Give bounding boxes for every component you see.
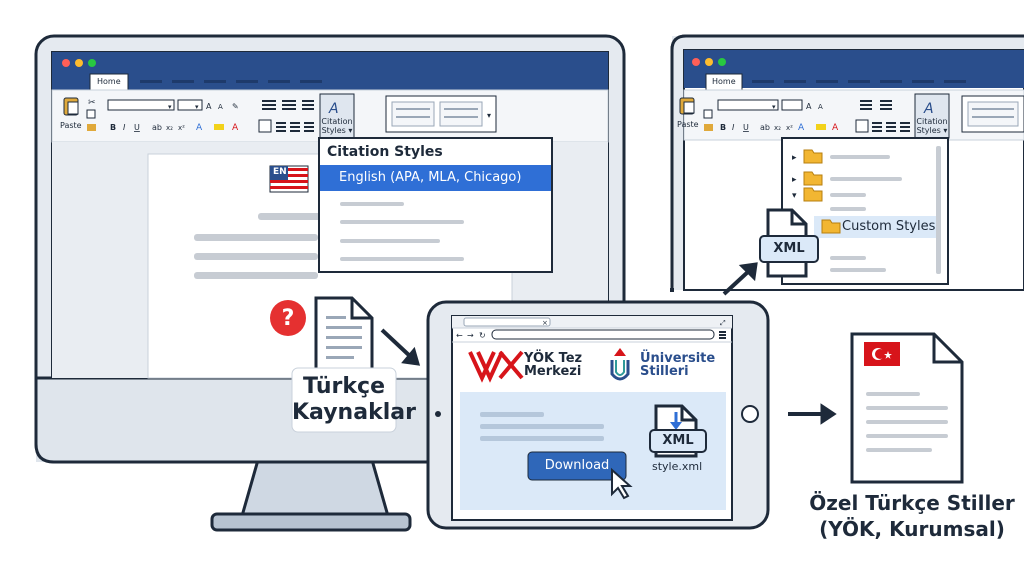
svg-text:I: I [732,123,735,132]
svg-text:←: ← [456,331,463,340]
svg-text:A: A [818,103,823,111]
svg-text:▸: ▸ [792,175,797,185]
yok-logo-text[interactable]: YÖK Tez Merkezi [524,352,582,378]
tablet: × ⤢ ← → ↻ [426,300,770,530]
svg-text:✎: ✎ [232,102,239,111]
svg-text:▾: ▾ [792,191,797,201]
citation-styles-label-1: Citation [321,117,353,126]
citation-menu-selected-english[interactable]: English (APA, MLA, Chicago) [339,170,522,185]
svg-text:▾: ▾ [487,111,491,120]
output-label: Özel Türkçe Stiller (YÖK, Kurumsal) [800,490,1024,542]
svg-text:U: U [134,123,140,132]
custom-styles-folder[interactable]: Custom Styles [842,219,936,234]
svg-text:▾: ▾ [772,103,776,111]
svg-text:A: A [923,101,934,117]
turkish-sources-line2: Kaynaklar [292,400,416,425]
citation-styles-label-2: Styles ▾ [321,126,353,135]
svg-text:→: → [467,331,474,340]
xml-badge-right: XML [773,241,805,256]
svg-text:ab: ab [152,123,162,132]
svg-text:×: × [542,319,548,327]
svg-text:A: A [206,102,212,111]
svg-text:A: A [798,123,805,133]
citation-menu-title: Citation Styles [327,144,443,160]
output-document [850,332,964,484]
svg-text:A: A [196,123,203,133]
svg-text:A: A [832,123,839,133]
svg-text:A: A [218,103,223,111]
turkish-sources-line1: Türkçe [302,374,386,399]
turkish-doc-icon [270,296,374,372]
svg-text:ab: ab [760,123,770,132]
style-xml-filename: style.xml [652,460,703,473]
svg-text:▸: ▸ [792,153,797,163]
en-flag [269,165,309,193]
svg-text:B: B [720,123,726,132]
university-logo-line1: Üniversite [640,351,716,366]
university-logo-line2: Stilleri [640,364,689,379]
svg-text:x₂: x₂ [166,124,173,132]
svg-text:x₂: x₂ [774,124,781,132]
en-flag-label: EN [273,167,287,177]
svg-text:U: U [743,123,749,132]
yok-logo-line1: YÖK Tez [524,351,583,366]
arrow-to-output [788,403,837,425]
svg-text:A: A [328,101,339,117]
svg-text:▾: ▾ [195,103,199,111]
tab-home-left[interactable]: Home [97,77,121,86]
citation-styles-button-left[interactable]: Citation Styles ▾ [320,117,354,135]
svg-text:A: A [806,102,812,111]
university-logo-text[interactable]: Üniversite Stilleri [640,352,715,378]
citation-styles-right-label-2: Styles ▾ [916,126,948,135]
svg-text:A: A [232,123,239,133]
tab-home-right[interactable]: Home [712,77,736,86]
svg-text:✂: ✂ [88,98,96,108]
output-label-line1: Özel Türkçe Stiller [809,491,1015,515]
output-label-line2: (YÖK, Kurumsal) [819,517,1005,541]
citation-menu-box [318,137,553,273]
right-monitor: ▾ A A B I U ab x₂ x² A A A [670,34,1024,292]
citation-styles-right-label-1: Citation [916,117,948,126]
turkish-sources-label: Türkçe Kaynaklar [292,374,416,426]
svg-text:x²: x² [178,124,185,132]
xml-file-icon-right [759,208,819,278]
yok-logo-line2: Merkezi [524,364,582,379]
svg-text:x²: x² [786,124,793,132]
svg-text:B: B [110,123,116,132]
citation-styles-button-right[interactable]: Citation Styles ▾ [915,117,949,135]
arrow-to-right-monitor [722,262,758,296]
question-icon: ? [281,306,295,331]
svg-text:↻: ↻ [479,331,486,340]
xml-badge-tablet: XML [662,433,694,448]
svg-text:I: I [123,123,126,132]
turkish-sources-card [291,367,397,433]
paste-button-left[interactable]: Paste [60,121,82,130]
svg-text:▾: ▾ [168,103,172,111]
paste-button-right[interactable]: Paste [677,120,699,129]
arrow-to-tablet [380,328,421,366]
download-button[interactable]: Download [544,458,610,473]
svg-text:⤢: ⤢ [720,319,726,327]
